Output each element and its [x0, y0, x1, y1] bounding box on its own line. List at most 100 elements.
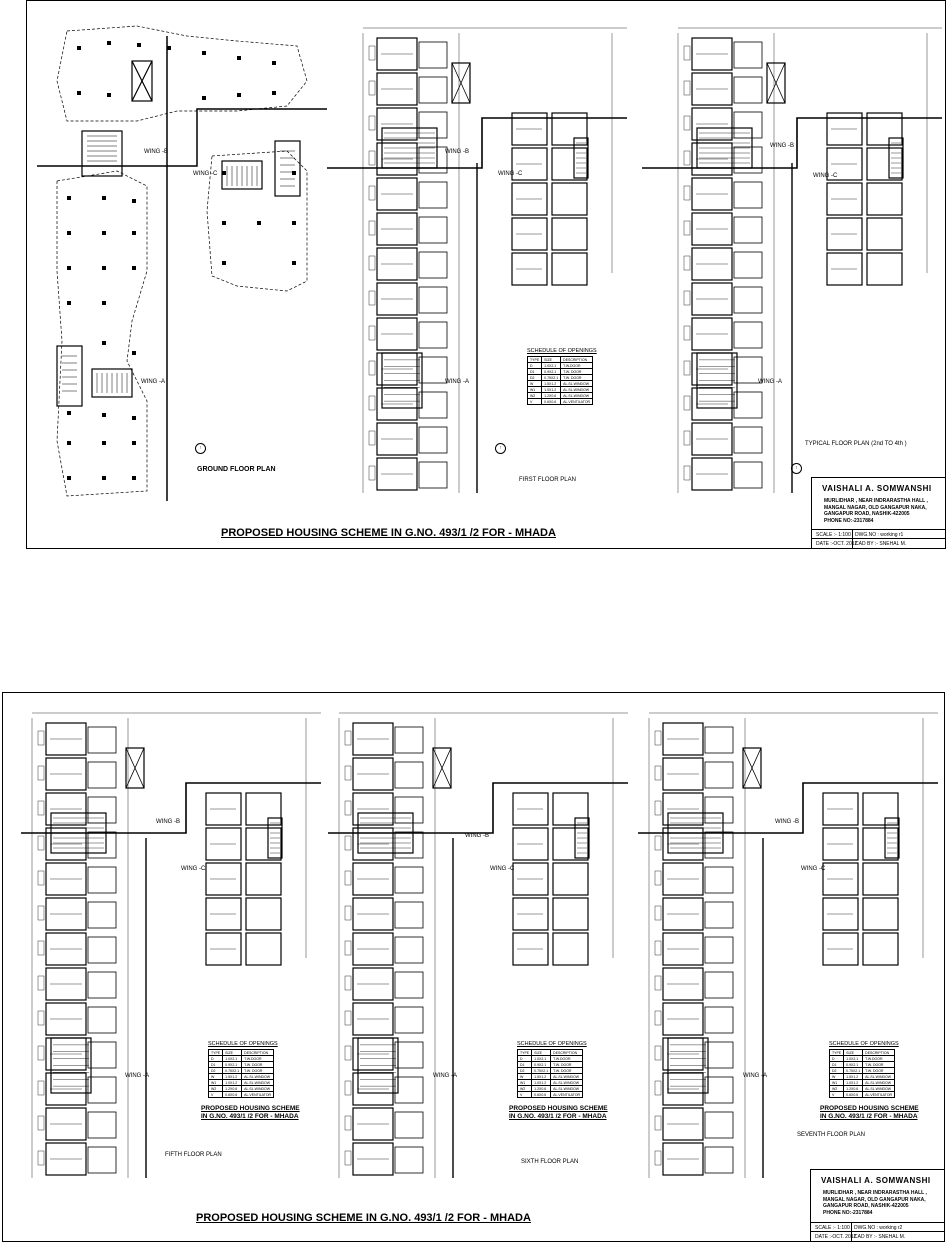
title-block: VAISHALI A. SOMWANSHI MURLIDHAR , NEAR I…: [810, 1169, 945, 1242]
staircase-outline: [667, 1037, 709, 1094]
table-cell: AL.VENTILATOR: [550, 1091, 584, 1098]
staircase-outline: [357, 1037, 399, 1094]
balcony-outline: [368, 150, 376, 166]
room-outline: [45, 757, 87, 791]
room-outline: [376, 177, 418, 211]
room-outline: [394, 761, 424, 789]
room-outline: [245, 932, 282, 966]
room-outline: [352, 862, 394, 896]
table-cell: 0.6X0.6: [541, 398, 562, 405]
wing-c-label: WING -C: [193, 171, 218, 177]
room-outline: [418, 321, 448, 349]
room-outline: [87, 971, 117, 999]
north-arrow-icon: ↑: [495, 443, 506, 454]
room-outline: [352, 1072, 394, 1106]
wing-a-label-fifth: WING -A: [125, 1073, 149, 1079]
wing-divider-line: [642, 117, 942, 169]
room-outline: [511, 252, 548, 286]
room-outline: [418, 461, 448, 489]
room-outline: [352, 757, 394, 791]
staircase-outline: [381, 352, 423, 409]
room-outline: [394, 1146, 424, 1174]
table-cell: AL.VENTILATOR: [862, 1091, 896, 1098]
room-outline: [511, 112, 548, 146]
lift-outline: [125, 747, 145, 789]
room-outline: [862, 827, 899, 861]
room-outline: [552, 862, 589, 896]
table-cell: V: [828, 1091, 845, 1098]
date-value: DATE :-OCT. 2012: [816, 541, 858, 547]
room-outline: [205, 862, 242, 896]
room-outline: [352, 1107, 394, 1141]
wing-a-label-typical: WING -A: [758, 379, 782, 385]
room-outline: [704, 1041, 734, 1069]
seventh-floor-plan-title: SEVENTH FLOOR PLAN: [797, 1132, 866, 1138]
room-outline: [245, 827, 282, 861]
balcony-outline: [37, 1115, 45, 1131]
room-outline: [418, 356, 448, 384]
room-outline: [691, 37, 733, 71]
room-outline: [376, 37, 418, 71]
room-outline: [704, 831, 734, 859]
room-outline: [822, 827, 859, 861]
room-outline: [394, 1111, 424, 1139]
room-outline: [551, 217, 588, 251]
architect-name: VAISHALI A. SOMWANSHI: [822, 484, 932, 493]
plan-linework: [21, 712, 321, 1178]
schedule-caption: SCHEDULE OF OPENINGS: [527, 348, 597, 354]
room-outline: [704, 936, 734, 964]
balcony-outline: [368, 395, 376, 411]
sixth-floor-plan-title: SIXTH FLOOR PLAN: [521, 1159, 579, 1165]
room-outline: [45, 897, 87, 931]
lift-outline: [742, 747, 762, 789]
room-outline: [205, 897, 242, 931]
date-value: DATE :-OCT. 2012: [815, 1234, 857, 1240]
room-outline: [418, 286, 448, 314]
wing-c-label-fifth: WING -C: [181, 866, 206, 872]
balcony-outline: [683, 80, 691, 96]
balcony-outline: [344, 1045, 352, 1061]
room-outline: [733, 391, 763, 419]
room-outline: [87, 726, 117, 754]
balcony-outline: [344, 975, 352, 991]
balcony-outline: [368, 325, 376, 341]
wing-a-label-sixth: WING -A: [433, 1073, 457, 1079]
balcony-outline: [654, 1010, 662, 1026]
wing-c-label-sixth: WING -C: [490, 866, 515, 872]
room-outline: [376, 317, 418, 351]
drawing-number: DWG.NO : working r2: [854, 1225, 903, 1231]
balcony-outline: [344, 1080, 352, 1096]
lift-outline: [766, 62, 786, 104]
room-outline: [418, 111, 448, 139]
staircase-outline: [696, 352, 738, 409]
wing-b-label-first: WING -B: [445, 149, 469, 155]
balcony-outline: [368, 220, 376, 236]
room-outline: [394, 726, 424, 754]
room-outline: [551, 147, 588, 181]
drawing-number: DWG.NO : working r1: [855, 532, 904, 538]
room-outline: [394, 831, 424, 859]
balcony-outline: [654, 1080, 662, 1096]
room-outline: [691, 212, 733, 246]
room-outline: [352, 1142, 394, 1176]
room-outline: [45, 862, 87, 896]
balcony-outline: [683, 150, 691, 166]
balcony-outline: [37, 1010, 45, 1026]
first-floor-plan-drawing: [327, 27, 627, 493]
room-outline: [826, 252, 863, 286]
balcony-outline: [344, 835, 352, 851]
room-outline: [394, 971, 424, 999]
room-outline: [862, 932, 899, 966]
room-outline: [376, 387, 418, 421]
balcony-outline: [683, 360, 691, 376]
north-arrow-icon: ↑: [195, 443, 206, 454]
room-outline: [733, 216, 763, 244]
